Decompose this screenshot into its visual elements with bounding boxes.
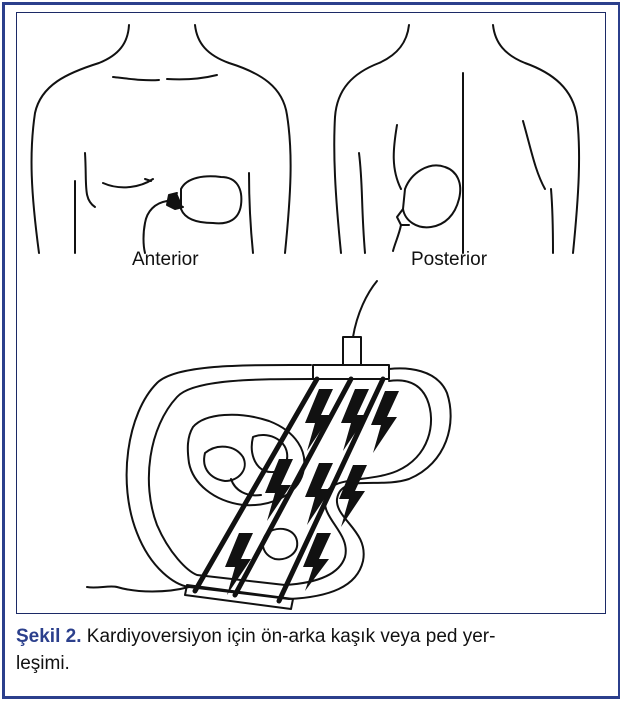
top-paddle-handle (343, 337, 361, 365)
posterior-paddle-cable (393, 225, 401, 251)
anterior-left-axilla (85, 153, 95, 207)
posterior-paddle (393, 165, 460, 251)
anterior-torso (32, 25, 291, 253)
anterior-right-clavicle (167, 75, 217, 79)
posterior-left-arm-line (359, 153, 365, 253)
cardioversion-illustration (17, 13, 605, 613)
posterior-left-scapula (394, 125, 401, 189)
posterior-torso (334, 25, 579, 253)
heart-chamber-left (204, 447, 245, 481)
caption-text-line1: Kardiyoversiyon için ön-arka kaşık veya … (82, 626, 496, 647)
posterior-label: Posterior (411, 249, 487, 271)
lightning-bolt-6 (339, 465, 367, 527)
anterior-paddle-cable (144, 201, 168, 253)
anterior-chest-curve (103, 179, 153, 187)
illustration-box: Anterior Posterior (16, 12, 606, 614)
posterior-paddle-plate (403, 165, 460, 227)
anterior-left-nipple (145, 179, 151, 181)
figure-caption: Şekil 2. Kardiyoversiyon için ön-arka ka… (16, 623, 606, 677)
posterior-right-outline (493, 25, 579, 253)
top-paddle-cable (353, 281, 377, 337)
anterior-left-clavicle (113, 77, 159, 80)
anterior-label: Anterior (132, 249, 199, 271)
bottom-paddle-cable (87, 586, 189, 591)
caption-text-line2: leşimi. (16, 653, 70, 674)
posterior-right-arm-line (551, 189, 553, 253)
anterior-right-outline (195, 25, 291, 253)
caption-number: Şekil 2. (16, 626, 82, 647)
anterior-paddle-plate (181, 176, 241, 223)
posterior-right-scapula (523, 121, 545, 189)
anterior-right-arm-line (249, 173, 253, 253)
thorax-cross-section (87, 281, 451, 609)
anterior-left-outline (32, 25, 129, 253)
anterior-paddle (144, 176, 242, 253)
